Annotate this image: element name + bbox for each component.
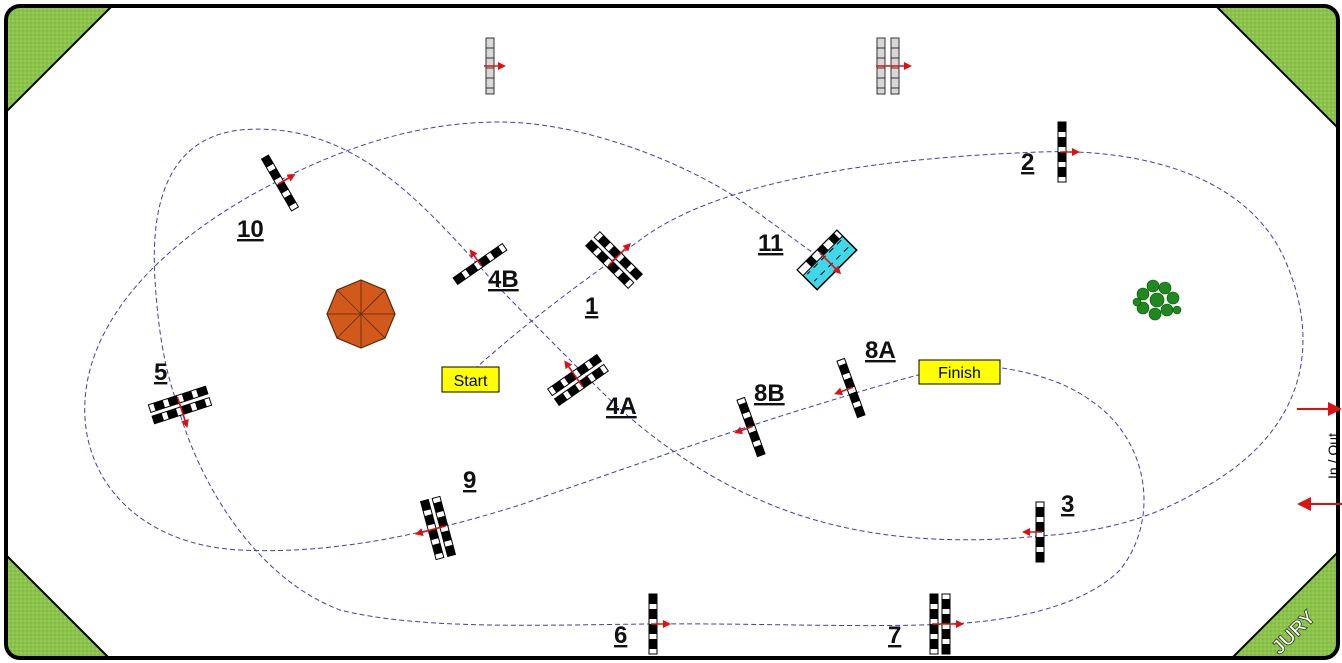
label-6: 6 — [614, 622, 627, 649]
corner-top-right — [1213, 6, 1338, 131]
finish-label: Finish — [938, 365, 981, 382]
label-1: 1 — [585, 293, 598, 320]
finish-tag: Finish — [918, 359, 1001, 385]
label-9: 9 — [463, 467, 476, 494]
label-4a: 4A — [606, 393, 637, 420]
label-3: 3 — [1061, 491, 1074, 518]
in-out-gate: In / Out — [1297, 402, 1342, 511]
in-arrow-icon — [1328, 402, 1342, 416]
practice-fence-oxer — [876, 37, 912, 95]
label-10: 10 — [237, 216, 264, 243]
start-tag: Start — [441, 366, 500, 393]
path-start-to-2 — [467, 151, 1304, 537]
path-3-to-4 — [153, 128, 1041, 541]
arena-border — [4, 4, 1340, 660]
course-path — [84, 121, 1304, 627]
corner-bottom-right — [1229, 549, 1338, 658]
label-8b: 8B — [754, 380, 785, 407]
label-4b: 4B — [488, 266, 519, 293]
arena-ground — [6, 6, 1338, 658]
corner-bottom-left — [6, 552, 112, 658]
label-5: 5 — [154, 359, 167, 386]
label-11: 11 — [758, 230, 783, 257]
label-2: 2 — [1021, 149, 1034, 176]
arena-corners — [6, 6, 1338, 658]
out-arrow-icon — [1297, 497, 1311, 511]
in-out-label: In / Out — [1325, 433, 1341, 479]
obstacle-11-water — [796, 229, 858, 291]
corner-top-left — [6, 6, 115, 115]
practice-fence-vertical — [484, 37, 506, 95]
label-7: 7 — [888, 622, 901, 649]
path-5-to-7 — [175, 364, 1145, 627]
path-8-to-10 — [84, 121, 961, 552]
pavilion-icon — [326, 279, 396, 349]
start-label: Start — [454, 373, 488, 390]
bush-icon — [1132, 279, 1182, 321]
label-8a: 8A — [865, 337, 896, 364]
